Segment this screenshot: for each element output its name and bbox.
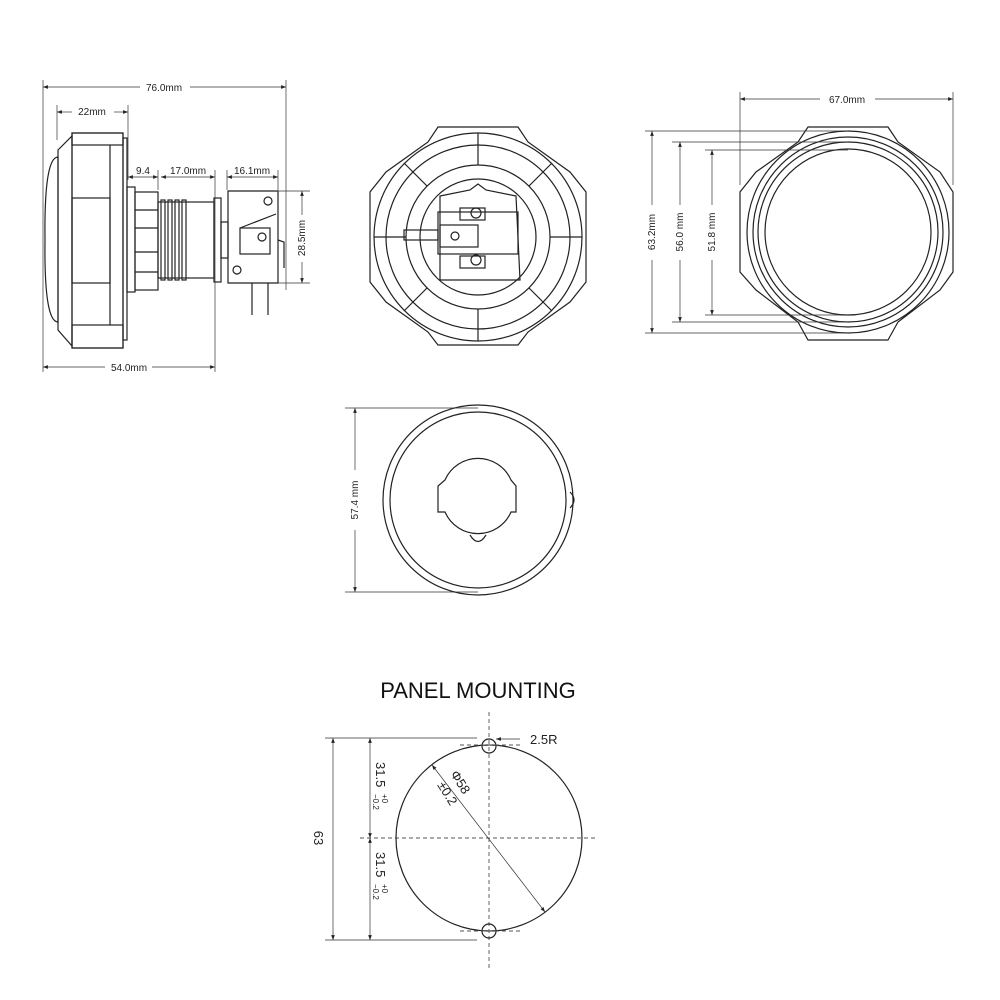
upper-half-label: 31.5 bbox=[373, 762, 388, 787]
panel-mounting-title: PANEL MOUNTING bbox=[380, 678, 576, 703]
upper-half-dim: 31.5 +0 −0.2 bbox=[371, 762, 389, 810]
notch-radius-label: 2.5R bbox=[530, 732, 557, 747]
upper-tol-plus: +0 bbox=[380, 794, 389, 804]
dim-front-width: 67.0mm bbox=[829, 95, 865, 106]
lower-half-label: 31.5 bbox=[373, 852, 388, 877]
dim-switch-height: 28.5mm bbox=[297, 220, 308, 256]
lower-tol-minus: −0.2 bbox=[371, 884, 380, 900]
lower-tol-plus: +0 bbox=[380, 884, 389, 894]
rear-view bbox=[369, 126, 587, 346]
dim-inner-diameter: 51.8 mm bbox=[707, 213, 718, 252]
bottom-view: 57.4 mm bbox=[345, 404, 575, 596]
dim-switch-length: 16.1mm bbox=[234, 166, 270, 177]
dim-overall-length: 76.0mm bbox=[146, 83, 182, 94]
dim-thread: 17.0mm bbox=[170, 166, 206, 177]
panel-mounting: PANEL MOUNTING 2.5R Φ58 ±0.2 63 31.5 +0 … bbox=[311, 678, 598, 968]
side-view: 76.0mm 22mm 9.4 17.0mm 16.1mm 28.5mm 54.… bbox=[42, 80, 310, 374]
upper-tol-minus: −0.2 bbox=[371, 794, 380, 810]
dim-bezel-depth: 22mm bbox=[78, 107, 106, 118]
dim-nut: 9.4 bbox=[136, 166, 150, 177]
dim-mid-diameter: 56.0 mm bbox=[675, 213, 686, 252]
lower-half-dim: 31.5 +0 −0.2 bbox=[371, 852, 389, 900]
dim-outer-height: 63.2mm bbox=[647, 214, 658, 250]
dim-bottom-diameter: 57.4 mm bbox=[350, 481, 361, 520]
front-view: 67.0mm 63.2mm 56.0 mm 51.8 mm bbox=[645, 92, 954, 341]
dim-body-length: 54.0mm bbox=[111, 363, 147, 374]
total-height-label: 63 bbox=[311, 831, 326, 845]
